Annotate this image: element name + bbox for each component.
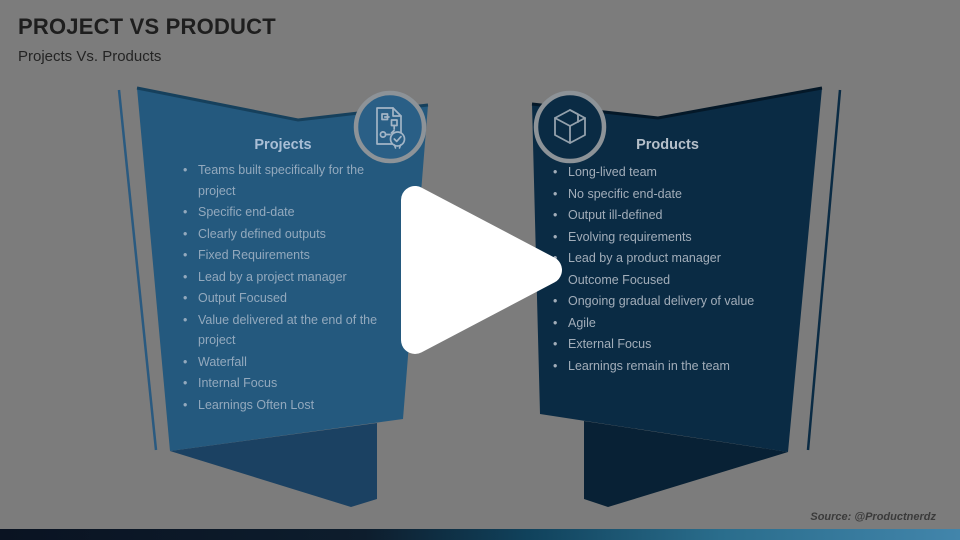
bullet-item: Fixed Requirements xyxy=(181,245,389,266)
bullet-item: Learnings Often Lost xyxy=(181,395,389,416)
bullet-item: Waterfall xyxy=(181,352,389,373)
page-title: PROJECT VS PRODUCT xyxy=(18,14,276,39)
bullet-item: Teams built specifically for the project xyxy=(181,160,389,201)
bullet-item: Learnings remain in the team xyxy=(551,356,793,377)
play-button[interactable] xyxy=(385,175,580,365)
package-box-icon xyxy=(533,90,607,164)
right-accent-line xyxy=(806,89,842,451)
right-fold-ribbon xyxy=(584,421,788,507)
bullet-item: Internal Focus xyxy=(181,373,389,394)
left-accent-line xyxy=(117,89,158,451)
bullet-item: Specific end-date xyxy=(181,202,389,223)
bullet-item: Outcome Focused xyxy=(551,270,793,291)
bullet-item: No specific end-date xyxy=(551,184,793,205)
bullet-item: Lead by a product manager xyxy=(551,248,793,269)
bullet-item: Ongoing gradual delivery of value xyxy=(551,291,793,312)
bullet-item: Output ill-defined xyxy=(551,205,793,226)
bullet-item: Long-lived team xyxy=(551,162,793,183)
products-bullet-list: Long-lived teamNo specific end-dateOutpu… xyxy=(551,162,793,377)
bullet-item: Lead by a project manager xyxy=(181,267,389,288)
bottom-accent-bar xyxy=(0,529,960,540)
products-panel-title: Products xyxy=(636,137,699,153)
left-fold-ribbon xyxy=(170,423,377,507)
bullet-item: External Focus xyxy=(551,334,793,355)
bullet-item: Evolving requirements xyxy=(551,227,793,248)
bullet-item: Output Focused xyxy=(181,288,389,309)
bullet-item: Value delivered at the end of the projec… xyxy=(181,310,389,351)
projects-panel-title: Projects xyxy=(254,137,312,153)
projects-bullet-list: Teams built specifically for the project… xyxy=(181,160,389,416)
play-icon xyxy=(401,186,562,354)
bullet-item: Clearly defined outputs xyxy=(181,224,389,245)
bullet-item: Agile xyxy=(551,313,793,334)
flowchart-document-check-icon xyxy=(353,90,427,164)
source-credit: Source: @Productnerdz xyxy=(810,511,936,523)
page-subtitle: Projects Vs. Products xyxy=(18,48,162,65)
